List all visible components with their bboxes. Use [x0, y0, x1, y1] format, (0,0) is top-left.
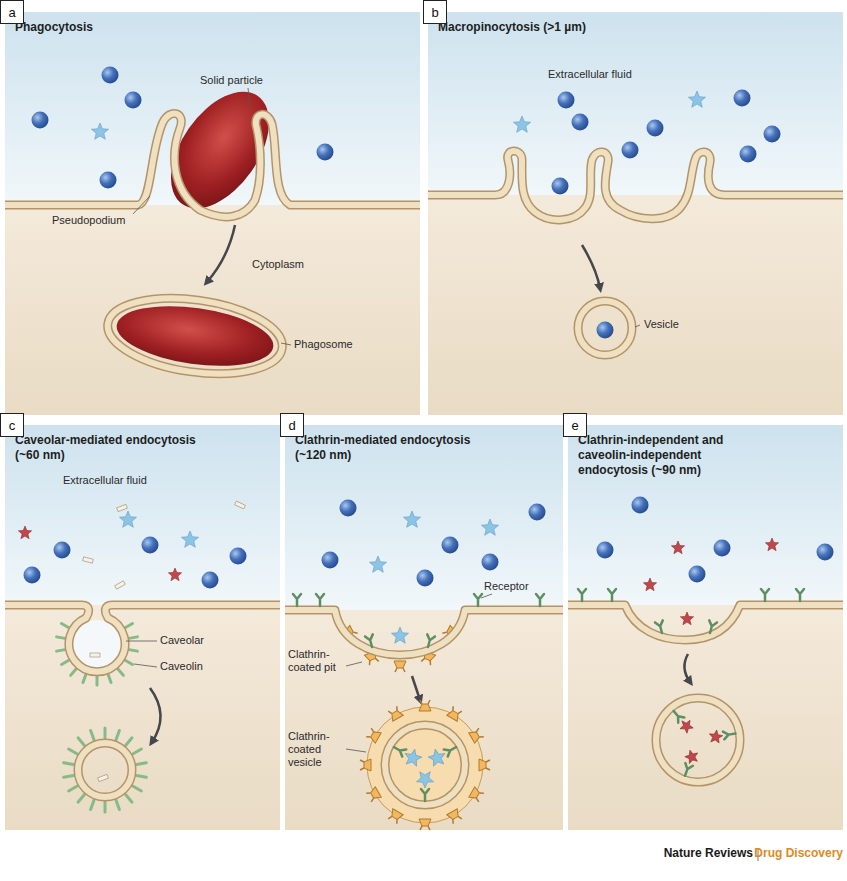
independent-art	[568, 497, 843, 783]
panel-title: Macropinocytosis (>1 µm)	[438, 20, 818, 35]
panel-letter: e	[571, 419, 578, 432]
part-label: Vesicle	[644, 318, 679, 331]
panel-letter: c	[9, 419, 16, 432]
panel-box: Clathrin-mediated endocytosis (~120 nm)	[285, 425, 563, 830]
part-label: Clathrin-coated pit	[288, 648, 344, 674]
part-label: Caveolin	[160, 660, 203, 673]
panel-letter-box: c	[0, 413, 24, 437]
panel-box: Phagocytosis	[5, 12, 420, 415]
part-label: Pseudopodium	[52, 214, 125, 227]
part-label: Extracellular fluid	[63, 474, 147, 487]
part-label: Clathrin-coated vesicle	[288, 730, 344, 769]
panel-letter-box: a	[0, 0, 24, 24]
part-label: Extracellular fluid	[548, 68, 632, 81]
panel-letter-box: e	[563, 413, 587, 437]
part-label: Phagosome	[294, 338, 353, 351]
part-label: Caveolar	[160, 634, 204, 647]
macropinocytosis-art	[428, 90, 843, 356]
panel-title: Phagocytosis	[15, 20, 395, 35]
part-label: Drug Discovery	[754, 847, 843, 860]
clathrin-art	[285, 500, 563, 831]
panel-title: Clathrin-mediated endocytosis (~120 nm)	[295, 433, 495, 463]
part-label: Solid particle	[200, 74, 263, 87]
part-label: Nature Reviews	[664, 847, 753, 860]
panel-title: Clathrin-independent and caveolin-indepe…	[578, 433, 768, 478]
phagocytosis-art	[5, 67, 420, 384]
panel-letter: d	[288, 419, 295, 432]
panel-box: Clathrin-independent and caveolin-indepe…	[568, 425, 843, 830]
caveolar-art	[5, 501, 280, 812]
part-label: Receptor	[484, 580, 529, 593]
panel-letter-box: b	[423, 0, 447, 24]
part-label: Cytoplasm	[252, 258, 304, 271]
panel-letter: b	[431, 6, 438, 19]
panel-title: Caveolar-mediated endocytosis (~60 nm)	[15, 433, 215, 463]
panel-grounds	[5, 12, 843, 830]
panel-box: Macropinocytosis (>1 µm)	[428, 12, 843, 415]
panel-letter-box: d	[280, 413, 304, 437]
panel-letter: a	[8, 6, 15, 19]
